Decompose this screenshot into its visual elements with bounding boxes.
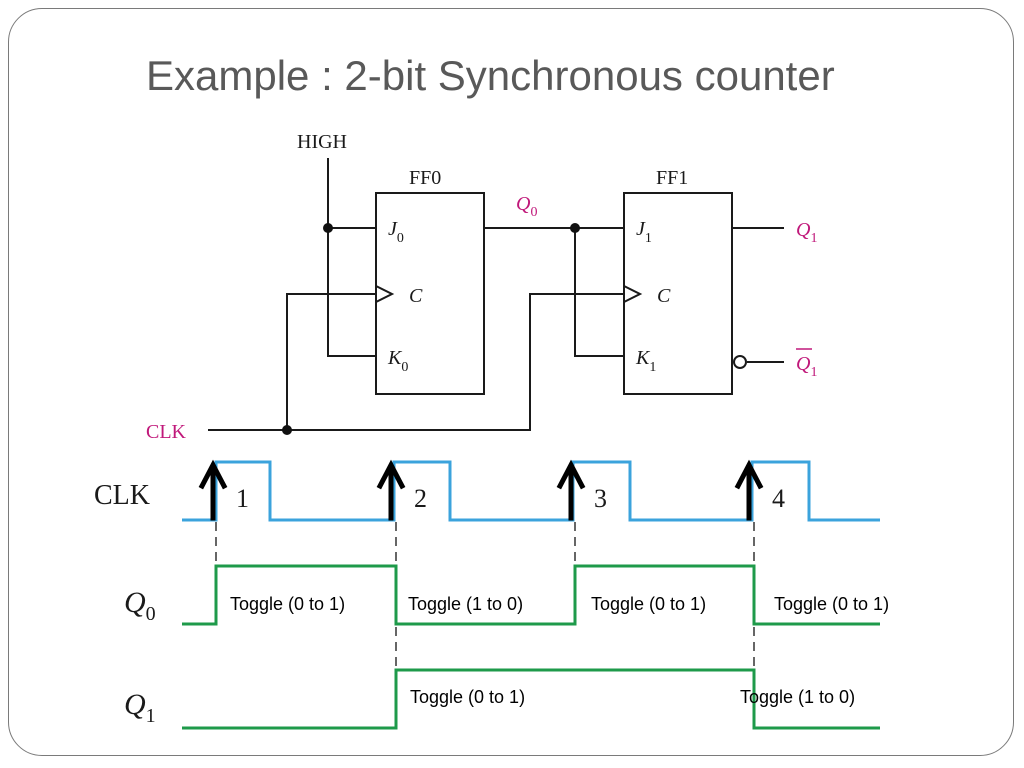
high-label: HIGH — [297, 131, 347, 153]
ff0-clock-triangle — [375, 285, 395, 303]
q0-toggle-3: Toggle (0 to 1) — [591, 594, 706, 614]
q1-toggle-2: Toggle (1 to 0) — [740, 687, 855, 707]
clk-bus-wire — [208, 293, 624, 431]
slide-title: Example : 2-bit Synchronous counter — [146, 52, 835, 99]
qbar-bubble — [733, 355, 747, 369]
pulse-number-1: 1 — [236, 484, 249, 513]
pulse-number-2: 2 — [414, 484, 427, 513]
circuit-clk-label: CLK — [146, 421, 187, 443]
q1-output-label: Q1 — [796, 219, 817, 246]
high-wire — [327, 158, 376, 357]
q0-to-ff1-wire — [484, 227, 624, 357]
ff1-k-label: K1 — [635, 347, 656, 375]
timing-q1-label: Q1 — [124, 688, 156, 727]
q0-output-label: Q0 — [516, 193, 537, 220]
timing-q0-label: Q0 — [124, 586, 156, 625]
rising-edge-arrow-2 — [376, 459, 406, 521]
ff0-name: FF0 — [409, 167, 441, 189]
ff0-k-label: K0 — [387, 347, 408, 375]
q1-toggle-1: Toggle (0 to 1) — [410, 687, 525, 707]
pulse-number-4: 4 — [772, 484, 785, 513]
clk-junction-dot — [282, 425, 292, 435]
rising-edge-arrow-1 — [198, 459, 228, 521]
timing-clk-label: CLK — [94, 480, 150, 511]
q0-toggle-4: Toggle (0 to 1) — [774, 594, 889, 614]
logic-circuit — [208, 158, 812, 431]
q0-toggle-1: Toggle (0 to 1) — [230, 594, 345, 614]
ff1-clock-triangle — [623, 285, 643, 303]
ff1-name: FF1 — [656, 167, 688, 189]
slide-frame — [8, 8, 1014, 756]
q0-toggle-2: Toggle (1 to 0) — [408, 594, 523, 614]
pulse-number-3: 3 — [594, 484, 607, 513]
ff0-c-label: C — [409, 285, 423, 307]
ff1-j-label: J1 — [636, 218, 652, 246]
rising-edge-arrow-4 — [734, 459, 764, 521]
ff0-j-label: J0 — [388, 218, 404, 246]
q1bar-output-label: Q1 — [796, 353, 817, 380]
junction-dots — [282, 223, 580, 435]
high-junction-dot — [323, 223, 333, 233]
q1-waveform — [182, 668, 880, 730]
rising-edge-arrows — [198, 459, 764, 521]
rising-edge-arrow-3 — [556, 459, 586, 521]
ff1-c-label: C — [657, 285, 671, 307]
clk-waveform — [182, 460, 880, 522]
q0-junction-dot — [570, 223, 580, 233]
q0-waveform — [182, 564, 880, 626]
